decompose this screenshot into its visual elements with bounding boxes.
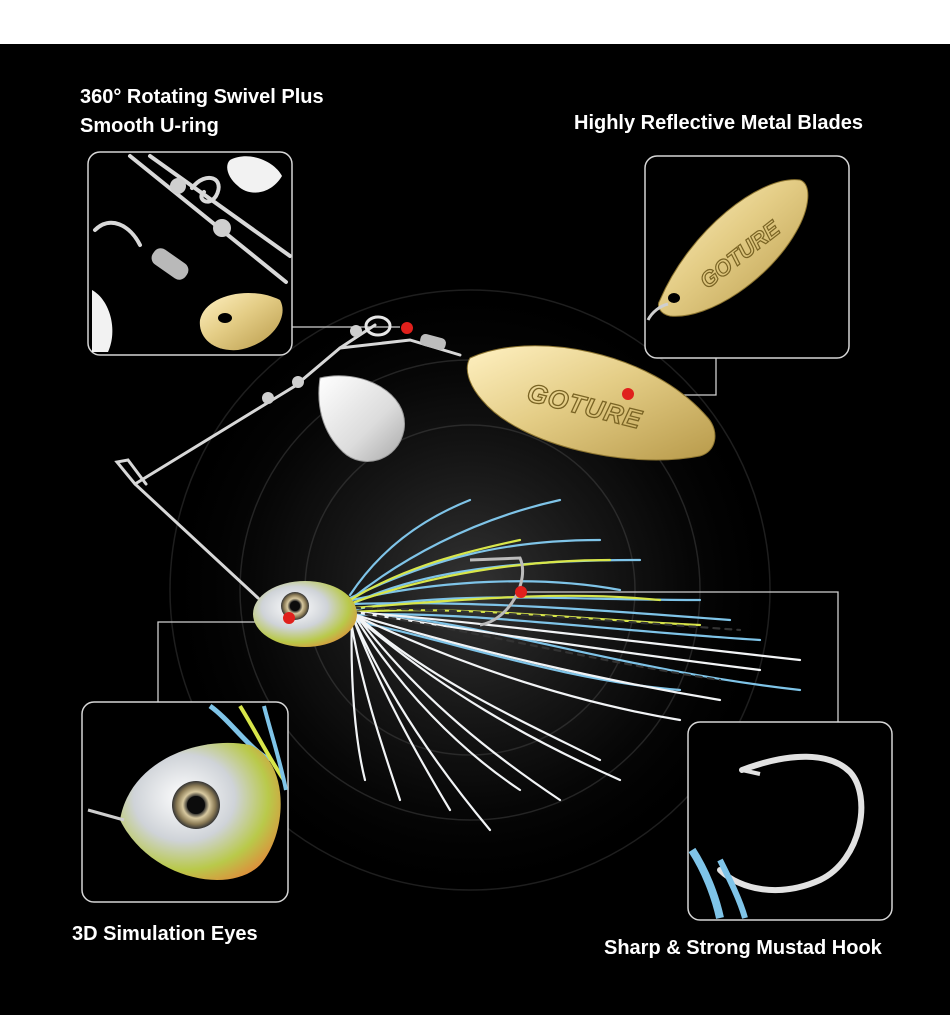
gold-willow-blade: GOTURE [466, 345, 716, 461]
jig-head [253, 581, 357, 647]
marker-eye [283, 612, 295, 624]
main-swivel [262, 315, 446, 404]
inset-swivel [87, 151, 293, 356]
feature-markers [283, 322, 634, 624]
swivel-feature-label: 360° Rotating Swivel Plus Smooth U-ring [80, 83, 324, 141]
eyes-feature-label: 3D Simulation Eyes [72, 923, 258, 945]
spinnerbait-illustration: GOTURE [81, 151, 893, 921]
marker-hook [515, 586, 527, 598]
inset-blade: GOTURE [644, 155, 850, 359]
blades-feature-label: Highly Reflective Metal Blades [574, 112, 863, 134]
swivel-label-line1: 360° Rotating Swivel Plus [80, 86, 324, 108]
inset-eye [81, 701, 289, 903]
lure-skirt [348, 498, 802, 832]
swivel-label-line2: Smooth U-ring [80, 115, 219, 137]
marker-swivel [401, 322, 413, 334]
marker-blade [622, 388, 634, 400]
hook-feature-label: Sharp & Strong Mustad Hook [604, 937, 882, 959]
product-image-background: GOTURE [0, 44, 950, 1015]
inset-hook [687, 721, 893, 921]
silver-colorado-blade [318, 375, 405, 462]
